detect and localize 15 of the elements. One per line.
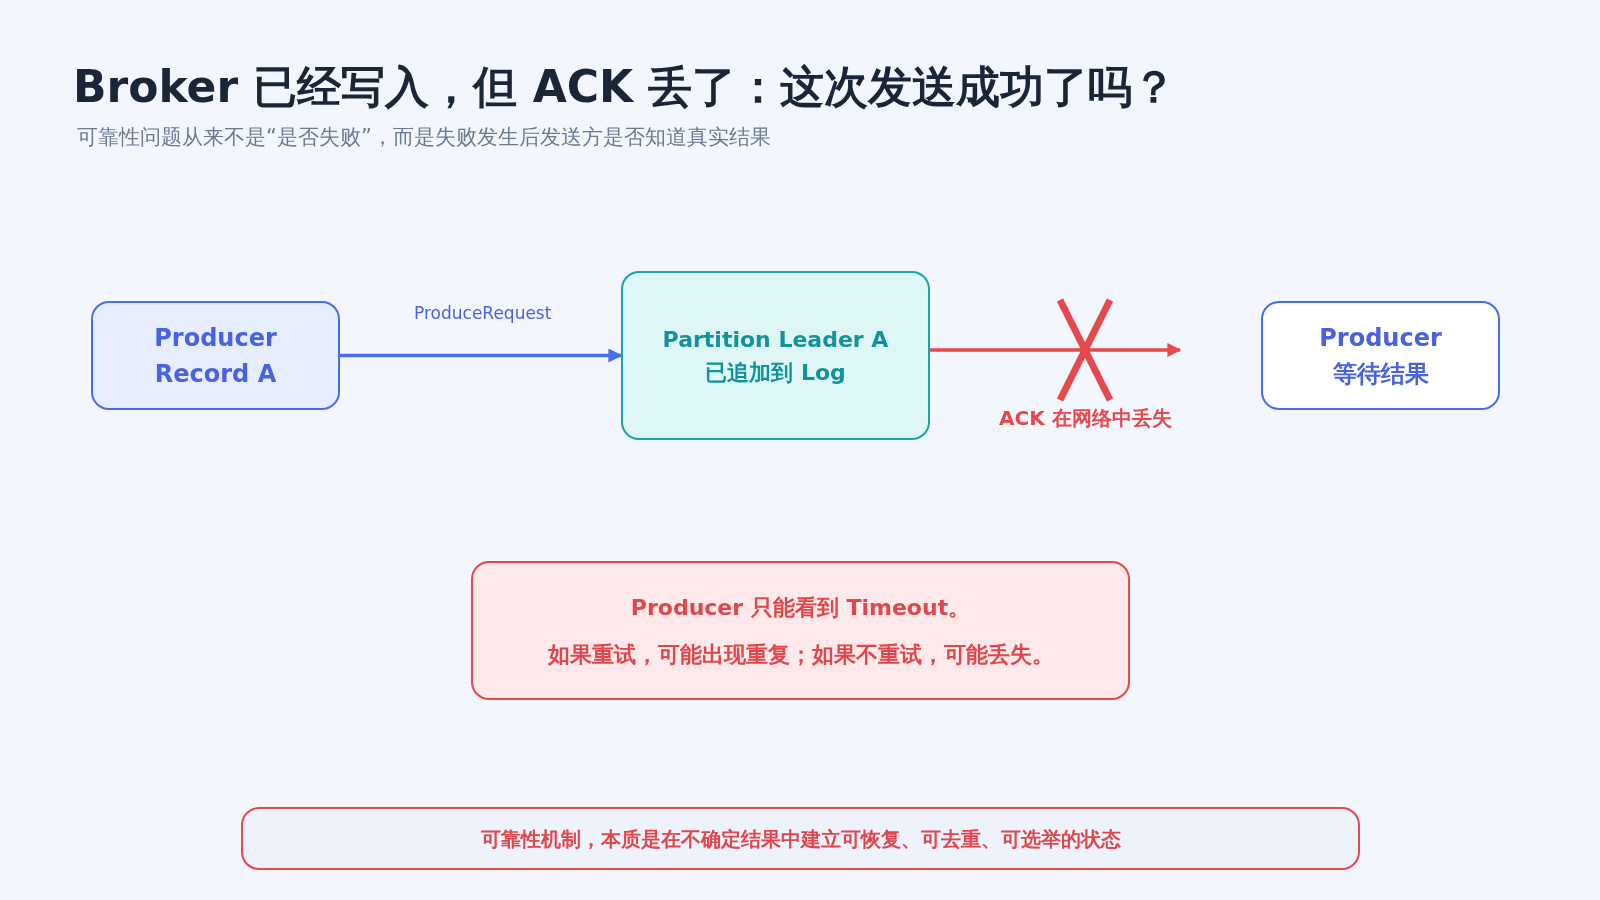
arrow <box>340 348 623 363</box>
node-text: Producer 等待结果 <box>1318 322 1443 390</box>
note-box <box>471 561 1130 700</box>
node-text: 可靠性机制，本质是在不确定结果中建立可恢复、可去重、可选举的状态 <box>480 825 1121 853</box>
subtitle: 可靠性问题从来不是“是否失败”，而是失败发生后发送方是否知道真实结果 <box>77 124 771 151</box>
process-box <box>621 271 930 440</box>
node-text: Producer Record A <box>153 322 278 390</box>
process-box <box>1261 301 1500 410</box>
node-text: Producer 只能看到 Timeout。 <box>630 593 971 622</box>
title: Broker 已经写入，但 ACK 丢了：这次发送成功了吗？ <box>73 60 1177 114</box>
node-text: Partition Leader A 已追加到 Log <box>661 325 890 387</box>
process-box <box>91 301 340 410</box>
arrow <box>930 343 1182 357</box>
node-text: 如果重试，可能出现重复；如果不重试，可能丢失。 <box>547 640 1054 669</box>
summary-banner <box>241 807 1360 870</box>
